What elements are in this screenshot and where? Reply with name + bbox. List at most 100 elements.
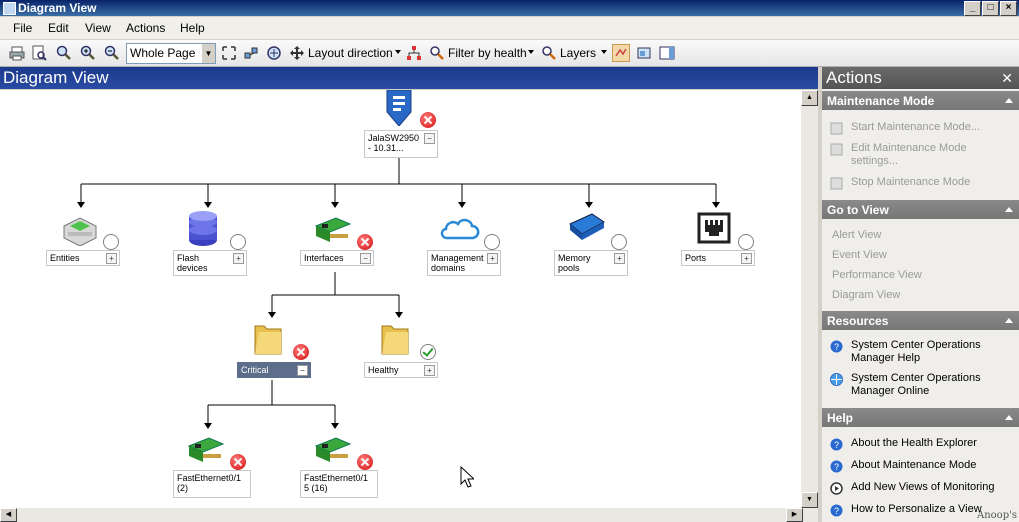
filter-by-health-dropdown-icon[interactable] bbox=[528, 50, 534, 54]
svg-text:?: ? bbox=[834, 506, 839, 516]
healthy-folder-label[interactable]: Healthy + bbox=[364, 362, 438, 378]
expand-icon[interactable] bbox=[243, 45, 259, 61]
zoom-icon[interactable] bbox=[56, 45, 72, 61]
critical-folder-label[interactable]: Critical − bbox=[237, 362, 311, 378]
network-card-icon bbox=[187, 437, 225, 462]
layers-search-icon[interactable] bbox=[541, 45, 557, 61]
collapse-icon[interactable]: − bbox=[360, 253, 371, 264]
layers-label[interactable]: Layers bbox=[560, 46, 597, 60]
zoom-center-icon[interactable] bbox=[266, 45, 282, 61]
actions-pane: Actions ✕ Maintenance Mode Start Mainten… bbox=[822, 67, 1019, 522]
move-icon[interactable] bbox=[289, 45, 305, 61]
actions-close-icon[interactable]: ✕ bbox=[1001, 70, 1013, 86]
svg-text:?: ? bbox=[834, 440, 839, 450]
collapse-caret-icon[interactable] bbox=[1005, 415, 1013, 420]
collapse-caret-icon[interactable] bbox=[1005, 207, 1013, 212]
help-icon: ? bbox=[830, 504, 843, 517]
expand-icon[interactable]: + bbox=[233, 253, 244, 264]
section-maintenance-mode[interactable]: Maintenance Mode bbox=[822, 91, 1019, 110]
scroll-up-icon[interactable]: ▲ bbox=[801, 90, 818, 106]
folder-icon bbox=[254, 325, 282, 355]
expand-icon[interactable]: + bbox=[741, 253, 752, 264]
close-button[interactable]: × bbox=[1000, 1, 1017, 16]
scroll-right-icon[interactable]: ▶ bbox=[786, 508, 803, 522]
zoom-select[interactable]: Whole Page ▼ bbox=[126, 43, 216, 64]
maintenance-icon bbox=[830, 122, 843, 135]
horizontal-scrollbar[interactable]: ◀ ▶ bbox=[0, 508, 818, 522]
zoom-out-icon[interactable] bbox=[104, 45, 120, 61]
help-icon: ? bbox=[830, 460, 843, 473]
vertical-scrollbar[interactable]: ▲ ▼ bbox=[801, 90, 818, 508]
memory-chip-icon bbox=[569, 213, 605, 240]
management-domains-label[interactable]: Management domains + bbox=[427, 250, 501, 276]
pane-splitter[interactable] bbox=[818, 67, 822, 522]
panel-toggle-icon[interactable] bbox=[659, 45, 675, 61]
print-icon[interactable] bbox=[9, 45, 25, 61]
collapse-caret-icon[interactable] bbox=[1005, 98, 1013, 103]
svg-text:?: ? bbox=[834, 462, 839, 472]
folder-icon bbox=[381, 325, 409, 355]
collapse-caret-icon[interactable] bbox=[1005, 318, 1013, 323]
expand-icon[interactable]: + bbox=[106, 253, 117, 264]
menu-file[interactable]: File bbox=[13, 21, 33, 35]
print-preview-icon[interactable] bbox=[31, 45, 47, 61]
toolbar: Whole Page ▼ Layout direction Filter by … bbox=[0, 40, 1019, 67]
scroll-left-icon[interactable]: ◀ bbox=[0, 508, 17, 522]
web-globe-icon bbox=[830, 373, 843, 386]
layout-direction-label[interactable]: Layout direction bbox=[308, 46, 393, 60]
menu-help[interactable]: Help bbox=[180, 21, 205, 35]
watermark: Anoop's bbox=[977, 510, 1017, 521]
layout-direction-dropdown-icon[interactable] bbox=[395, 50, 401, 54]
diagram-view-header: Diagram View bbox=[0, 67, 818, 89]
flash-devices-status-icon bbox=[230, 234, 246, 250]
section-help[interactable]: Help bbox=[822, 408, 1019, 427]
entities-label[interactable]: Entities + bbox=[46, 250, 120, 266]
menu-view[interactable]: View bbox=[85, 21, 111, 35]
fastethernet-0-1-label[interactable]: FastEthernet0/1 (2) bbox=[173, 470, 251, 498]
menu-bar: File Edit View Actions Help bbox=[0, 17, 1019, 39]
zoom-in-icon[interactable] bbox=[80, 45, 96, 61]
play-circle-icon bbox=[830, 482, 843, 495]
diagram-canvas[interactable]: JalaSW2950 - 10.31... − Entities + Flash… bbox=[0, 90, 801, 508]
svg-text:?: ? bbox=[834, 342, 839, 352]
collapse-icon[interactable]: − bbox=[424, 133, 435, 144]
expand-icon[interactable]: + bbox=[487, 253, 498, 264]
zoom-dropdown-icon[interactable]: ▼ bbox=[202, 44, 215, 63]
window-title: Diagram View bbox=[18, 1, 97, 15]
layers-dropdown-icon[interactable] bbox=[601, 50, 607, 54]
link-toggle-icon[interactable] bbox=[612, 44, 630, 62]
flash-devices-label[interactable]: Flash devices + bbox=[173, 250, 247, 276]
network-card-icon bbox=[314, 217, 352, 242]
flash-devices-icon bbox=[189, 211, 217, 246]
maximize-button[interactable]: □ bbox=[982, 1, 999, 16]
collapse-icon[interactable]: − bbox=[297, 365, 308, 376]
hierarchy-icon[interactable] bbox=[406, 45, 422, 61]
network-switch-icon bbox=[386, 90, 412, 126]
healthy-folder-status-icon bbox=[420, 344, 436, 360]
export-icon[interactable] bbox=[636, 45, 652, 61]
cloud-icon bbox=[440, 218, 480, 240]
title-bar: Diagram View _ □ × bbox=[0, 0, 1019, 16]
section-go-to-view[interactable]: Go to View bbox=[822, 200, 1019, 219]
fit-to-window-icon[interactable] bbox=[221, 45, 237, 61]
help-icon: ? bbox=[830, 438, 843, 451]
expand-icon[interactable]: + bbox=[614, 253, 625, 264]
section-resources[interactable]: Resources bbox=[822, 311, 1019, 330]
interfaces-label[interactable]: Interfaces − bbox=[300, 250, 374, 266]
root-node-label[interactable]: JalaSW2950 - 10.31... − bbox=[364, 130, 438, 158]
ports-label[interactable]: Ports + bbox=[681, 250, 755, 266]
actions-title: Actions bbox=[826, 68, 882, 87]
ports-status-icon bbox=[738, 234, 754, 250]
scroll-down-icon[interactable]: ▼ bbox=[801, 492, 818, 508]
fastethernet-0-15-label[interactable]: FastEthernet0/15 (16) bbox=[300, 470, 378, 498]
menu-actions[interactable]: Actions bbox=[126, 21, 166, 35]
root-status-icon bbox=[420, 112, 436, 128]
memory-pools-label[interactable]: Memory pools + bbox=[554, 250, 628, 276]
menu-edit[interactable]: Edit bbox=[48, 21, 69, 35]
expand-icon[interactable]: + bbox=[424, 365, 435, 376]
filter-by-health-label[interactable]: Filter by health bbox=[448, 46, 527, 60]
maintenance-icon bbox=[830, 143, 843, 156]
filter-search-icon[interactable] bbox=[429, 45, 445, 61]
minimize-button[interactable]: _ bbox=[964, 1, 981, 16]
connector-lines bbox=[77, 158, 720, 429]
